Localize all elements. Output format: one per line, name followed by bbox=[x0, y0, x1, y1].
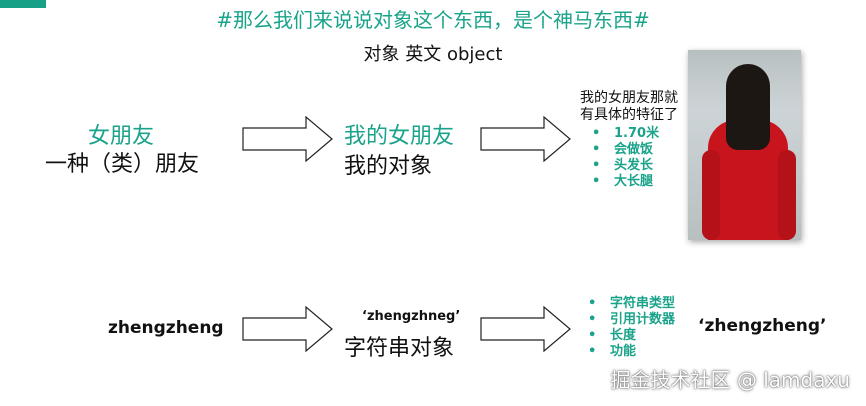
plain-name: zhengzheng bbox=[108, 318, 224, 338]
page-subtitle: 对象 英文 object bbox=[363, 44, 503, 65]
feature-description-line: 我的女朋友那就 bbox=[580, 90, 678, 106]
feature-description: 我的女朋友那就 有具体的特征了 bbox=[580, 90, 678, 124]
page-title: #那么我们来说说对象这个东西，是个神马东西# bbox=[216, 8, 650, 32]
feature-description-line: 有具体的特征了 bbox=[580, 107, 678, 123]
list-item: 引用计数器 bbox=[580, 312, 675, 328]
instance-my-girlfriend: 我的女朋友 bbox=[344, 124, 455, 149]
list-item: 功能 bbox=[580, 344, 675, 360]
arrow-right-icon bbox=[242, 116, 333, 162]
list-item: 大长腿 bbox=[584, 174, 659, 190]
string-value: ‘zhengzheng’ bbox=[698, 316, 827, 336]
arrow-right-icon bbox=[480, 306, 571, 352]
string-object-label: 字符串对象 bbox=[344, 336, 455, 361]
list-item: 1.70米 bbox=[584, 126, 659, 142]
concept-kind-of-friend: 一种（类）朋友 bbox=[45, 152, 200, 177]
corner-tab bbox=[0, 0, 46, 8]
arrow-right-icon bbox=[480, 116, 571, 162]
girl-in-red-coat-photo bbox=[688, 50, 801, 240]
list-item: 会做饭 bbox=[584, 142, 659, 158]
list-item: 长度 bbox=[580, 328, 675, 344]
list-item: 字符串类型 bbox=[580, 296, 675, 312]
watermark-text: 掘金技术社区 @ lamdaxu bbox=[610, 368, 850, 392]
concept-girlfriend: 女朋友 bbox=[88, 124, 155, 149]
string-features-list: 字符串类型 引用计数器 长度 功能 bbox=[580, 296, 675, 360]
quoted-string: ‘zhengzhneg’ bbox=[362, 309, 461, 324]
list-item: 头发长 bbox=[584, 158, 659, 174]
instance-my-object: 我的对象 bbox=[344, 154, 433, 179]
girlfriend-features-list: 1.70米 会做饭 头发长 大长腿 bbox=[584, 126, 659, 190]
arrow-right-icon bbox=[242, 306, 333, 352]
